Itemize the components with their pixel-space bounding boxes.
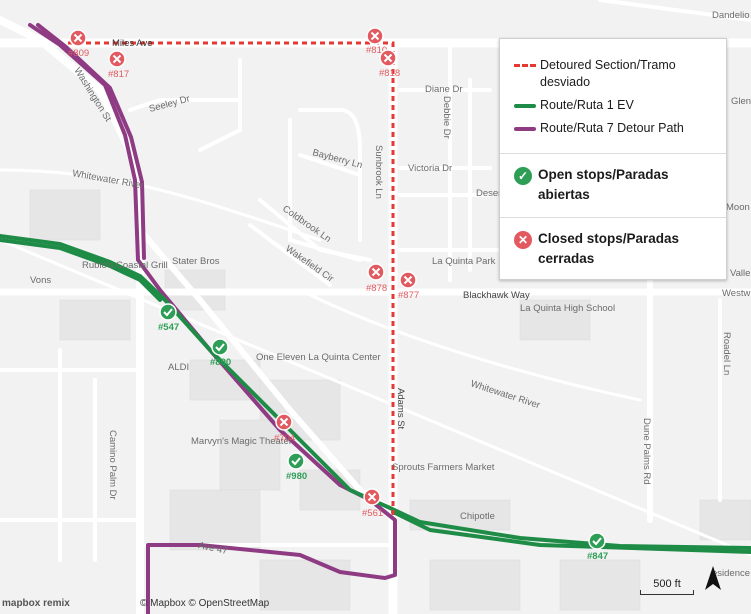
label-diane-dr: Diane Dr	[425, 84, 463, 95]
x-icon-glyph	[112, 54, 122, 64]
label-aldi: ALDI	[168, 362, 189, 373]
route-7-detour-path	[28, 23, 397, 614]
x-icon-glyph	[370, 31, 380, 41]
label-debbie-dr: Debbie Dr	[441, 96, 452, 139]
label-glen: Glen	[731, 96, 751, 107]
scale-label: 500 ft	[653, 578, 681, 590]
check-icon-glyph	[291, 457, 301, 466]
legend: Detoured Section/Tramo desviado Route/Ru…	[499, 38, 727, 280]
legend-item-detoured-section: Detoured Section/Tramo desviado	[514, 57, 718, 91]
label-dandelio: Dandelio	[712, 10, 750, 21]
label-seeley-dr: Seeley Dr	[148, 93, 191, 114]
green-line-swatch	[514, 104, 536, 108]
label-stater-bros: Stater Bros	[172, 256, 220, 267]
label-westw: Westw	[722, 288, 750, 299]
label-valle: Valle	[730, 268, 750, 279]
stop-label: #980	[286, 471, 307, 482]
closed-stop-marker[interactable]: #817	[108, 50, 129, 80]
stop-label: #810	[366, 45, 387, 56]
label-la-quinta-park: La Quinta Park	[432, 256, 496, 267]
legend-label: Route/Ruta 7 Detour Path	[540, 121, 684, 135]
open-stop-marker[interactable]: #890	[210, 338, 231, 368]
label-one-eleven: One Eleven La Quinta Center	[256, 352, 381, 363]
x-icon-glyph	[279, 417, 289, 427]
check-icon-glyph	[163, 308, 173, 317]
check-icon-glyph	[215, 343, 225, 352]
closed-stop-marker[interactable]: #877	[398, 271, 419, 301]
stop-label: #561	[362, 508, 383, 519]
legend-item-route-7-detour: Route/Ruta 7 Detour Path	[514, 120, 718, 137]
label-la-quinta-high-school: La Quinta High School	[520, 303, 615, 314]
x-icon: ✕	[514, 231, 532, 249]
open-stops: #547 #890 #980 #847	[158, 303, 608, 562]
legend-label: Open stops/Paradas abiertas	[538, 167, 669, 202]
legend-item-closed-stops: ✕ Closed stops/Paradas cerradas	[514, 229, 718, 269]
stop-label: #877	[398, 290, 419, 301]
label-whitewater-river-2: Whitewater River	[469, 378, 541, 411]
detoured-section	[68, 41, 395, 515]
legend-label: Route/Ruta 1 EV	[540, 98, 634, 112]
stop-label: #847	[587, 551, 608, 562]
legend-item-route-1: Route/Ruta 1 EV	[514, 97, 718, 114]
label-blackhawk-way: Blackhawk Way	[463, 290, 530, 301]
stop-label: #704	[274, 433, 295, 444]
check-icon	[159, 303, 177, 321]
check-icon	[287, 452, 305, 470]
legend-divider	[500, 153, 726, 154]
x-icon-glyph	[73, 33, 83, 43]
label-miles-ave: Miles Ave	[112, 38, 152, 49]
label-moon: Moon	[726, 202, 750, 213]
closed-stop-marker[interactable]: #810	[366, 27, 387, 56]
stop-label: #809	[68, 48, 89, 59]
closed-stop-marker[interactable]: #809	[68, 29, 89, 59]
attribution[interactable]: © Mapbox © OpenStreetMap	[140, 598, 270, 609]
stop-label: #890	[210, 357, 231, 368]
check-icon-glyph	[592, 537, 602, 546]
stop-label: #547	[158, 322, 179, 333]
closed-stop-marker[interactable]: #704	[274, 413, 295, 444]
route-1-ev	[0, 234, 751, 554]
stop-label: #878	[366, 283, 387, 294]
label-roadel-ln: Roadel Ln	[721, 332, 732, 375]
legend-divider	[500, 217, 726, 218]
label-desert: Desert	[476, 188, 504, 199]
label-chipotle: Chipotle	[460, 511, 495, 522]
open-stop-marker[interactable]: #547	[158, 303, 179, 333]
label-adams-st: Adams St	[395, 388, 406, 430]
check-icon	[588, 532, 606, 550]
closed-stops: #809 #817 #810 #818 #878 #877 #704 #561	[68, 27, 419, 519]
dashed-red-swatch	[514, 64, 536, 67]
closed-stop-marker[interactable]: #818	[379, 49, 400, 79]
check-icon	[211, 338, 229, 356]
stop-label: #817	[108, 69, 129, 80]
open-stop-marker[interactable]: #980	[286, 452, 307, 482]
legend-label: Closed stops/Paradas cerradas	[538, 231, 680, 266]
label-esidence: esidence	[712, 568, 750, 579]
closed-stop-marker[interactable]: #878	[366, 263, 387, 294]
label-victoria-dr: Victoria Dr	[408, 163, 452, 174]
label-vons: Vons	[30, 275, 51, 286]
legend-label: Detoured Section/Tramo desviado	[540, 58, 676, 89]
label-dune-palms-rd: Dune Palms Rd	[641, 418, 652, 485]
label-camino-palm-dr: Camino Palm Dr	[107, 430, 118, 500]
label-sprouts: Sprouts Farmers Market	[392, 462, 495, 473]
label-sunbrook-ln: Sunbrook Ln	[373, 145, 384, 199]
label-rubios: Rubio's Coastal Grill	[82, 260, 168, 271]
map-logo: mapbox remix	[2, 598, 70, 609]
open-stop-marker[interactable]: #847	[587, 532, 608, 562]
purple-line-swatch	[514, 127, 536, 131]
legend-item-open-stops: ✓ Open stops/Paradas abiertas	[514, 165, 718, 205]
x-icon-glyph	[367, 492, 377, 502]
x-icon-glyph	[383, 53, 393, 63]
closed-stop-marker[interactable]: #561	[362, 488, 383, 519]
stop-label: #818	[379, 68, 400, 79]
scale-bar	[640, 590, 694, 595]
label-marvyns: Marvyn's Magic Theater	[191, 436, 292, 447]
check-icon: ✓	[514, 167, 532, 185]
x-icon-glyph	[371, 267, 381, 277]
x-icon-glyph	[403, 275, 413, 285]
